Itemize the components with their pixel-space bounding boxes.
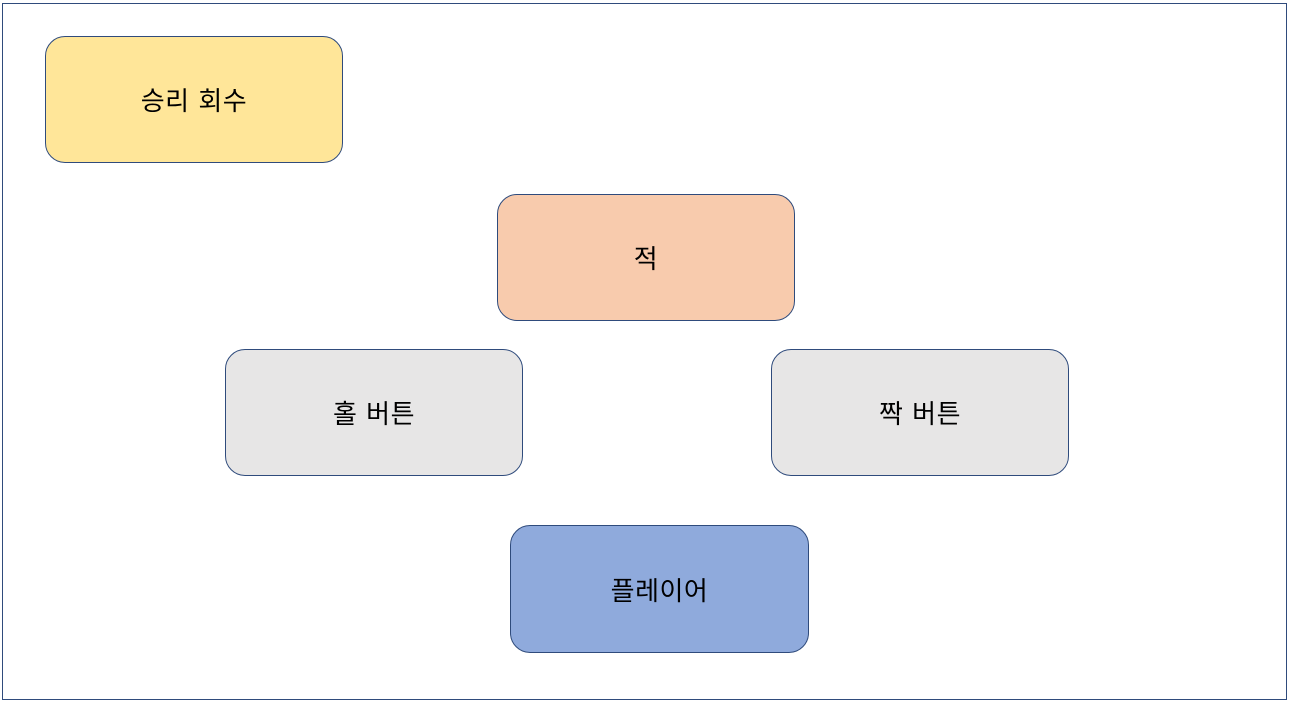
win-count-box: 승리 회수: [45, 36, 343, 163]
enemy-label: 적: [633, 245, 659, 275]
even-button-box: 짝 버튼: [771, 349, 1069, 476]
odd-button-box: 홀 버튼: [225, 349, 523, 476]
even-button-label: 짝 버튼: [878, 400, 962, 430]
enemy-box: 적: [497, 194, 795, 321]
win-count-label: 승리 회수: [140, 87, 248, 117]
odd-button-label: 홀 버튼: [332, 400, 416, 430]
player-box: 플레이어: [510, 525, 809, 653]
player-label: 플레이어: [610, 576, 709, 607]
